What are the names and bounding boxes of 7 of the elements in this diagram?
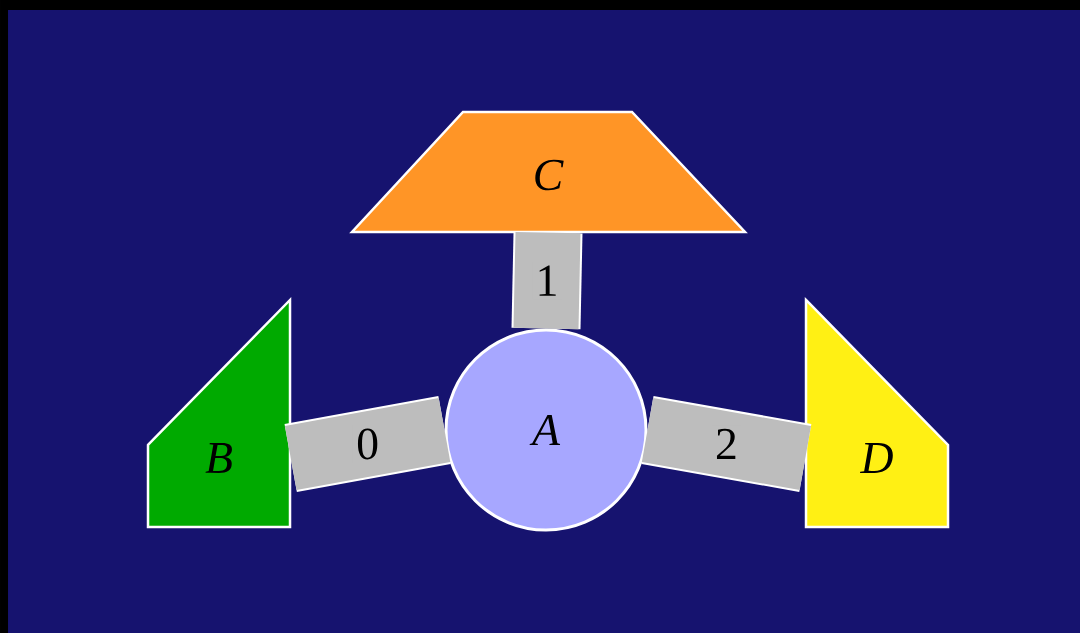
connector-bar	[284, 396, 451, 492]
connector-bar	[641, 396, 812, 492]
edge-label: 2	[711, 425, 742, 463]
connector-bar	[511, 231, 583, 330]
circle-node: A	[444, 328, 648, 532]
edge-label: 1	[532, 262, 562, 300]
edge-label: 0	[352, 425, 383, 463]
